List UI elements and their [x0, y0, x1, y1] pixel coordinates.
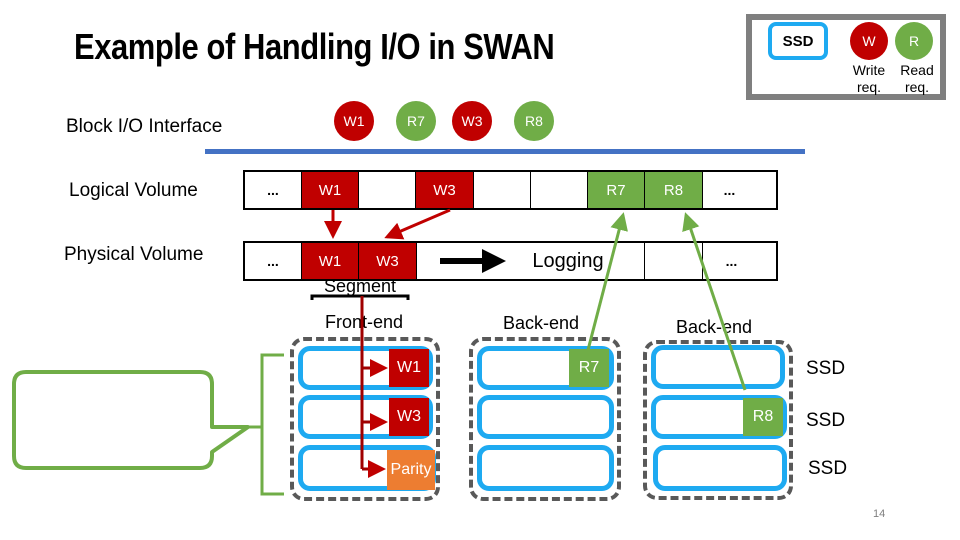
raid-callout-text: like RAID parallelism	[30, 387, 210, 451]
back-end-1-ssd-3	[477, 445, 614, 491]
segment-label: Segment	[324, 276, 397, 296]
back-end-2-ssd-3	[653, 445, 787, 491]
legend-read-caption: Read req.	[894, 62, 940, 96]
logging-label: Logging	[532, 249, 604, 272]
lv-cell-r8: R8	[645, 172, 703, 208]
pv-cell-logging: Logging	[417, 243, 645, 279]
raid-callout-line1: like RAID	[69, 389, 171, 416]
block-io-interface-line	[205, 149, 805, 154]
legend-write-caption-line1: Write	[852, 62, 886, 78]
group-label-front-end: Front-end	[325, 312, 404, 332]
ssd-row-label-3: SSD	[808, 458, 848, 479]
page-number: 14	[873, 508, 886, 520]
legend-read-caption-line1: Read	[900, 62, 934, 78]
raid-callout-line2: parallelism	[62, 421, 178, 448]
pv-cell-w3: W3	[359, 243, 417, 279]
request-circle-w3: W3	[452, 101, 492, 141]
lv-cell-r7: R7	[588, 172, 645, 208]
request-circle-w1: W1	[334, 101, 374, 141]
pv-cell-ellipsis-left: ...	[245, 243, 302, 279]
label-block-io-interface: Block I/O Interface	[66, 116, 223, 137]
pv-cell-w1: W1	[302, 243, 359, 279]
request-circle-r8: R8	[514, 101, 554, 141]
legend-ssd: SSD	[768, 22, 828, 60]
legend-read-caption-line2: req.	[904, 79, 930, 95]
arrow-r7-to-lv	[586, 212, 628, 351]
slide-title: Example of Handling I/O in SWAN	[74, 26, 555, 67]
front-end-block-w1: W1	[389, 349, 429, 387]
label-physical-volume: Physical Volume	[64, 244, 204, 265]
pv-cell-ellipsis-right: ...	[725, 253, 738, 269]
front-end-block-w3: W3	[389, 398, 429, 436]
lv-cell-empty	[531, 172, 588, 208]
ssd-row-label-2: SSD	[806, 410, 846, 431]
request-circle-r7: R7	[396, 101, 436, 141]
lv-cell-w1: W1	[302, 172, 359, 208]
physical-volume-bar: ... W1 W3 Logging ...	[243, 241, 778, 281]
lv-cell-ellipsis-left: ...	[245, 172, 302, 208]
arrow-w3-lv-to-pv	[384, 208, 451, 240]
legend-write-circle: W	[850, 22, 888, 60]
legend-write-caption-line2: req.	[856, 79, 882, 95]
group-label-back-end-2: Back-end	[676, 317, 753, 337]
label-logical-volume: Logical Volume	[69, 180, 198, 201]
pv-cell-empty	[645, 243, 703, 279]
back-end-group-1	[469, 337, 621, 501]
group-label-back-end-1: Back-end	[503, 313, 580, 333]
lv-cell-empty	[359, 172, 416, 208]
lv-cell-ellipsis-right: ...	[723, 182, 736, 198]
back-end-2-block-r8: R8	[743, 398, 783, 436]
front-end-group	[290, 337, 440, 501]
raid-bracket	[248, 353, 284, 496]
ssd-row-label-1: SSD	[806, 358, 846, 379]
back-end-1-ssd-2	[477, 395, 614, 439]
lv-cell-w3: W3	[416, 172, 474, 208]
legend-read-circle: R	[895, 22, 933, 60]
legend-write-caption: Write req.	[845, 62, 893, 96]
logical-volume-bar: ... W1 W3 R7 R8 ...	[243, 170, 778, 210]
front-end-block-parity: Parity	[387, 450, 435, 490]
back-end-2-ssd-1	[651, 345, 785, 389]
back-end-1-block-r7: R7	[569, 349, 609, 387]
lv-cell-empty	[474, 172, 531, 208]
